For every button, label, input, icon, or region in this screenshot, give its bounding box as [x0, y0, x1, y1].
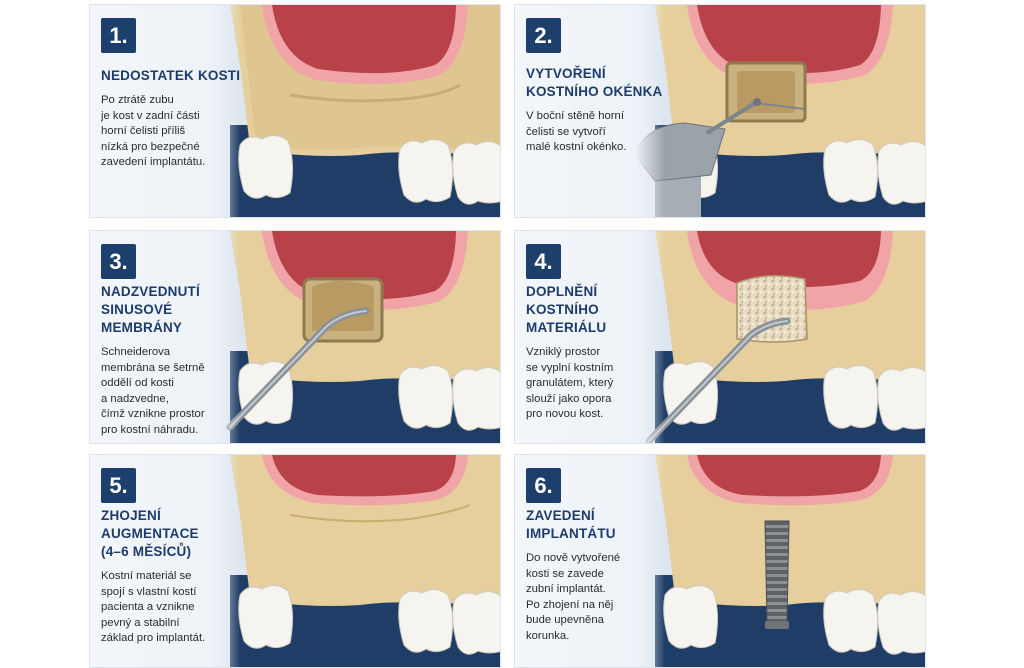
step-panel-2: 2. VYTVOŘENÍ KOSTNÍHO OKÉNKA V boční stě… [514, 4, 926, 218]
step-title: NEDOSTATEK KOSTI [101, 68, 241, 83]
bone-deficiency-illustration [90, 5, 500, 217]
step-panel-4: 4. DOPLNĚNÍ KOSTNÍHO MATERIÁLU Vzniklý p… [514, 230, 926, 444]
step-number: 2. [526, 18, 561, 53]
step-panel-6: 6. ZAVEDENÍ IMPLANTÁTU Do nově vytvořené… [514, 454, 926, 668]
step-description: Kostní materiál se spojí s vlastní kostí… [101, 570, 206, 644]
step-number: 3. [101, 244, 136, 279]
step-description: Do nově vytvořené kosti se zavede zubní … [526, 552, 621, 642]
step-title: VYTVOŘENÍ KOSTNÍHO OKÉNKA [526, 66, 663, 99]
step-number: 5. [101, 468, 136, 503]
step-title: NADZVEDNUTÍ SINUSOVÉ MEMBRÁNY [101, 284, 200, 335]
step-description: Po ztrátě zubu je kost v zadní části hor… [101, 94, 206, 168]
step-number: 6. [526, 468, 561, 503]
step-title: ZHOJENÍ AUGMENTACE (4–6 MĚSÍCŮ) [101, 508, 199, 559]
step-panel-3: 3. NADZVEDNUTÍ SINUSOVÉ MEMBRÁNY Schneid… [89, 230, 501, 444]
step-number: 1. [101, 18, 136, 53]
step-panel-1: 1. NEDOSTATEK KOSTI Po ztrátě zubu je ko… [89, 4, 501, 218]
step-description: Vzniklý prostor se vyplní kostním granul… [526, 346, 614, 420]
step-panel-5: 5. ZHOJENÍ AUGMENTACE (4–6 MĚSÍCŮ) Kostn… [89, 454, 501, 668]
step-title: ZAVEDENÍ IMPLANTÁTU [526, 508, 616, 541]
step-title: DOPLNĚNÍ KOSTNÍHO MATERIÁLU [526, 284, 607, 335]
step-number: 4. [526, 244, 561, 279]
step-description: Schneiderova membrána se šetrně oddělí o… [101, 346, 205, 436]
implant-placement-illustration [515, 455, 925, 667]
step-description: V boční stěně horní čelisti se vytvoří m… [526, 110, 627, 153]
